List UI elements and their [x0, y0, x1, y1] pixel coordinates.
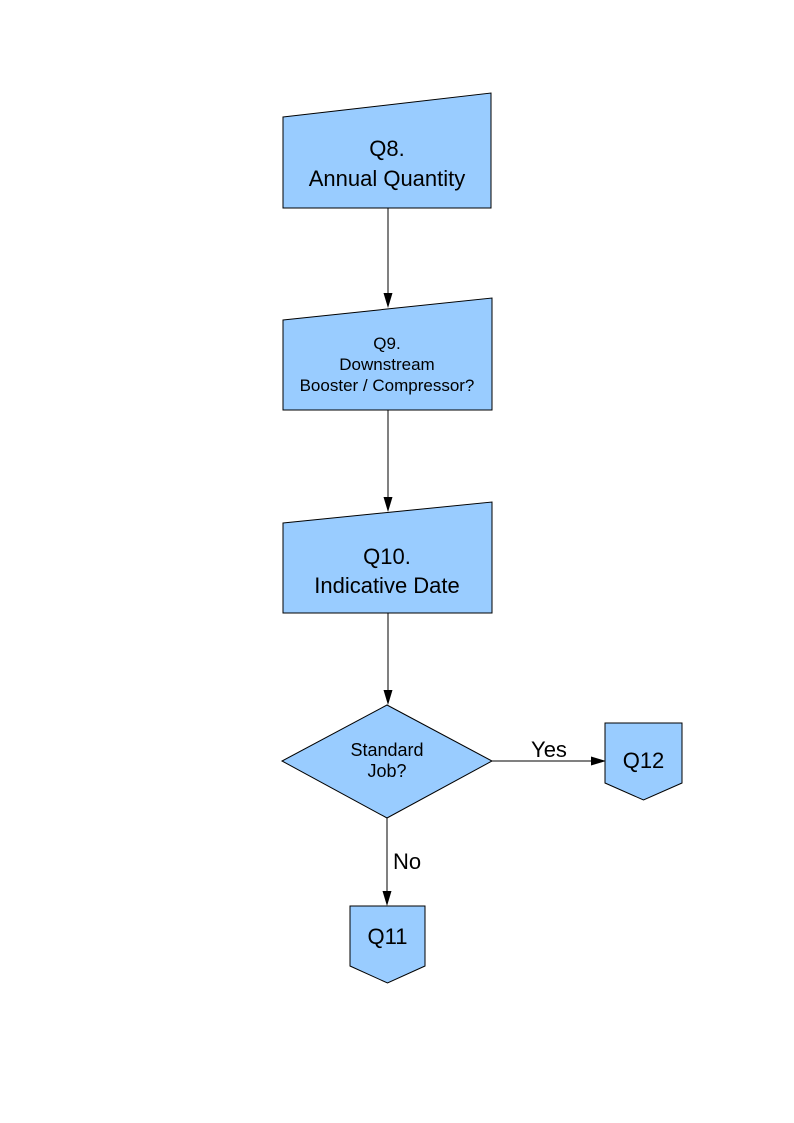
- manual-input-shape-q8: [282, 92, 492, 209]
- node-decision-label-line1: Standard: [350, 740, 423, 760]
- manual-input-shape-q10: [282, 501, 493, 614]
- arrowhead-down-icon: [383, 690, 393, 705]
- edge-label-yes: Yes: [531, 737, 567, 762]
- node-q11-label: Q11: [368, 924, 408, 949]
- arrowhead-right-icon: [591, 756, 606, 766]
- node-q8-label-line1: Q8.: [369, 136, 404, 161]
- node-decision: Standard Job?: [280, 704, 494, 819]
- node-q10: Q10. Indicative Date: [282, 501, 493, 614]
- edge-q8-q9: [383, 208, 393, 308]
- edge-label-no: No: [393, 849, 421, 874]
- edge-decision-q11: No: [382, 818, 421, 906]
- node-q9-label-line3: Booster / Compressor?: [300, 376, 475, 395]
- arrowhead-down-icon: [383, 497, 393, 512]
- off-page-connector-shape-q11: [349, 905, 426, 984]
- node-q10-label-line2: Indicative Date: [314, 573, 460, 598]
- edge-decision-q12: Yes: [492, 737, 606, 766]
- node-q10-label-line1: Q10.: [363, 544, 411, 569]
- node-q9-label-line1: Q9.: [373, 334, 400, 353]
- node-q9-label-line2: Downstream: [339, 355, 434, 374]
- node-q9: Q9. Downstream Booster / Compressor?: [282, 297, 493, 411]
- edge-q10-decision: [383, 613, 393, 705]
- node-decision-label-line2: Job?: [367, 761, 406, 781]
- manual-input-shape-q9: [282, 297, 493, 411]
- off-page-connector-shape-q12: [604, 722, 683, 801]
- arrowhead-down-icon: [382, 891, 392, 906]
- node-q12-label: Q12: [623, 748, 665, 773]
- node-q12: Q12: [604, 722, 683, 801]
- node-q11: Q11: [349, 905, 426, 984]
- node-q8-label-line2: Annual Quantity: [309, 166, 466, 191]
- arrowhead-down-icon: [383, 293, 393, 308]
- edge-q9-q10: [383, 410, 393, 512]
- node-q8: Q8. Annual Quantity: [282, 92, 492, 209]
